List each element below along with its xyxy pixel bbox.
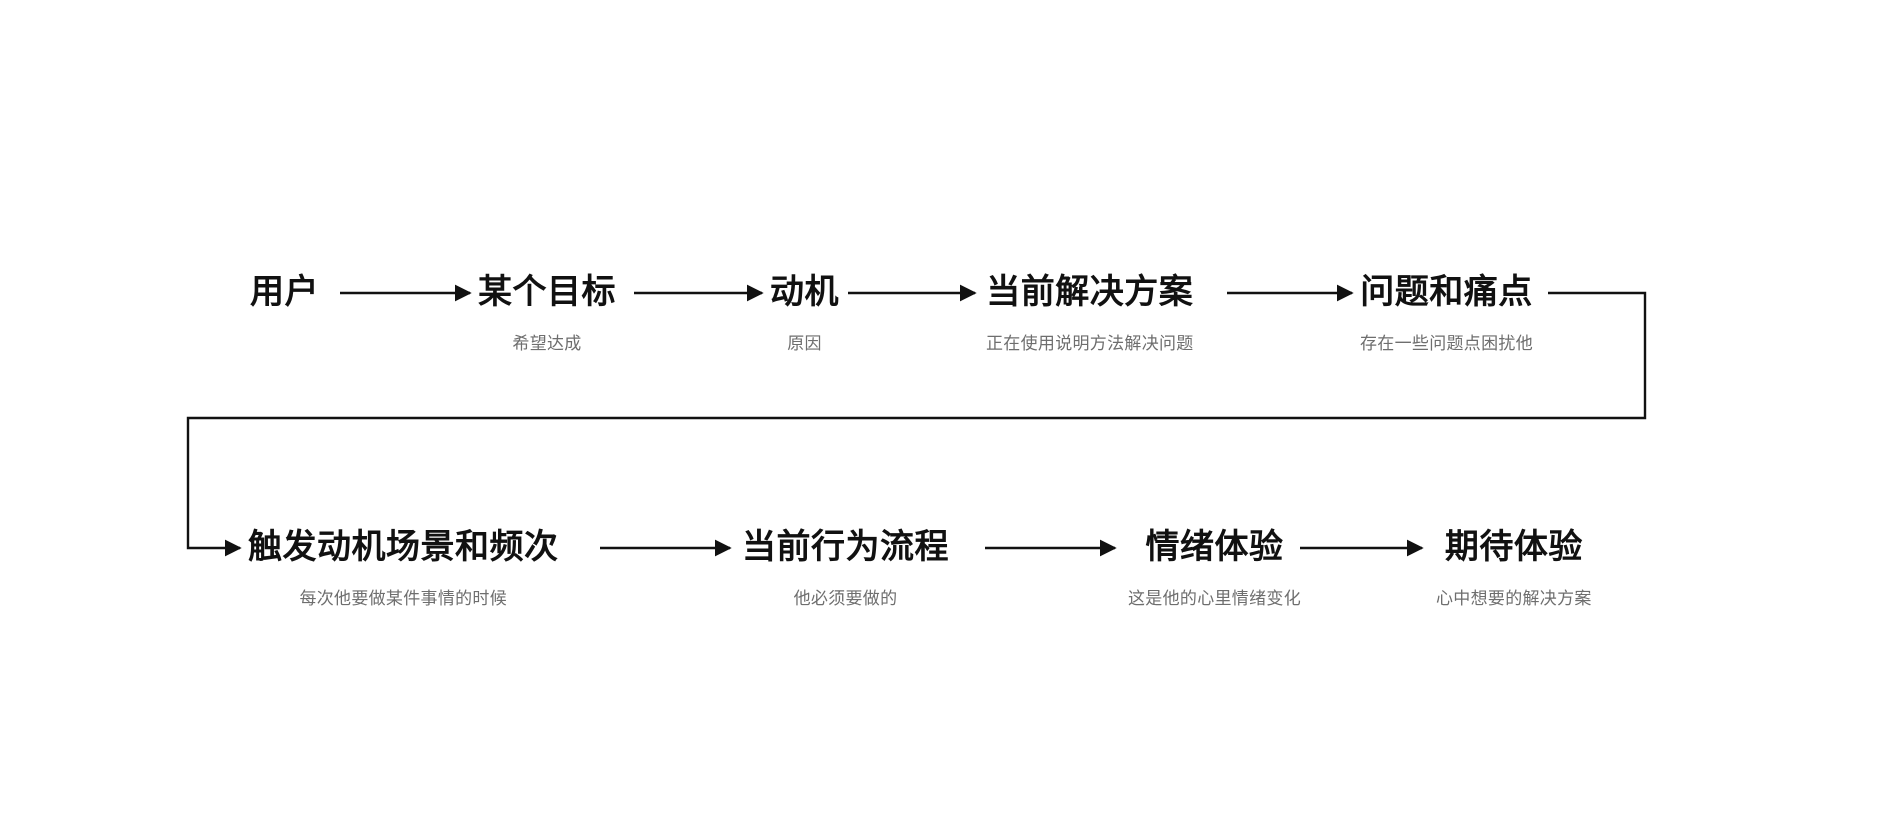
node-pain-point-caption: 存在一些问题点困扰他 — [1360, 334, 1533, 353]
node-motivation-label: 动机 — [770, 273, 839, 311]
node-trigger-scene-caption: 每次他要做某件事情的时候 — [299, 589, 508, 608]
node-goal[interactable]: 某个目标 希望达成 — [478, 275, 616, 352]
node-trigger-scene-label: 触发动机场景和频次 — [248, 528, 559, 566]
node-current-solution-label: 当前解决方案 — [986, 273, 1194, 311]
node-emotional-experience[interactable]: 情绪体验 这是他的心里情绪变化 — [1128, 530, 1301, 607]
node-motivation[interactable]: 动机 原因 — [770, 275, 839, 352]
node-expected-experience-caption: 心中想要的解决方案 — [1436, 589, 1592, 608]
node-pain-point-label: 问题和痛点 — [1360, 273, 1533, 311]
node-goal-label: 某个目标 — [478, 273, 616, 311]
node-trigger-scene[interactable]: 触发动机场景和频次 每次他要做某件事情的时候 — [248, 530, 559, 607]
node-user-label: 用户 — [250, 273, 319, 311]
node-current-behavior-caption: 他必须要做的 — [793, 589, 898, 608]
node-emotional-experience-label: 情绪体验 — [1145, 528, 1284, 566]
node-pain-point[interactable]: 问题和痛点 存在一些问题点困扰他 — [1360, 275, 1533, 352]
node-current-behavior[interactable]: 当前行为流程 他必须要做的 — [742, 530, 949, 607]
node-current-behavior-label: 当前行为流程 — [742, 528, 949, 566]
node-motivation-caption: 原因 — [787, 334, 822, 353]
node-emotional-experience-caption: 这是他的心里情绪变化 — [1128, 589, 1301, 608]
node-user[interactable]: 用户 — [250, 275, 319, 335]
node-current-solution[interactable]: 当前解决方案 正在使用说明方法解决问题 — [986, 275, 1194, 352]
node-current-solution-caption: 正在使用说明方法解决问题 — [986, 334, 1194, 353]
node-expected-experience[interactable]: 期待体验 心中想要的解决方案 — [1436, 530, 1592, 607]
node-goal-caption: 希望达成 — [512, 334, 582, 353]
node-expected-experience-label: 期待体验 — [1444, 528, 1583, 566]
